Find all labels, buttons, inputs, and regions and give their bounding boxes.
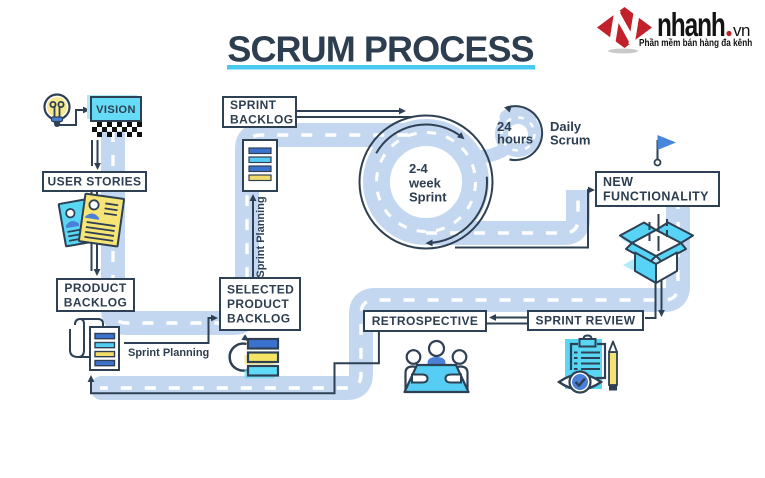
svg-text:PRODUCT: PRODUCT: [64, 281, 126, 295]
svg-text:vn: vn: [733, 21, 750, 40]
svg-text:Daily: Daily: [550, 119, 582, 134]
svg-text:SPRINT: SPRINT: [230, 98, 277, 112]
svg-text:BACKLOG: BACKLOG: [64, 295, 127, 309]
svg-text:PRODUCT: PRODUCT: [227, 297, 289, 311]
svg-text:2-4: 2-4: [409, 161, 429, 176]
svg-text:USER STORIES: USER STORIES: [48, 175, 142, 189]
svg-text:VISION: VISION: [96, 104, 136, 116]
svg-text:RETROSPECTIVE: RETROSPECTIVE: [372, 314, 479, 328]
svg-text:SPRINT REVIEW: SPRINT REVIEW: [536, 314, 636, 328]
svg-text:hours: hours: [497, 132, 533, 147]
svg-text:SCRUM PROCESS: SCRUM PROCESS: [227, 29, 533, 70]
svg-text:NEW: NEW: [603, 175, 633, 189]
svg-text:nhanh: nhanh: [657, 8, 725, 44]
svg-text:SELECTED: SELECTED: [227, 283, 294, 297]
svg-text:week: week: [408, 176, 442, 191]
svg-text:Sprint Planning: Sprint Planning: [255, 196, 267, 277]
svg-text:BACKLOG: BACKLOG: [227, 312, 290, 326]
svg-text:Scrum: Scrum: [550, 133, 590, 148]
svg-text:FUNCTIONALITY: FUNCTIONALITY: [603, 190, 709, 204]
svg-text:Sprint: Sprint: [409, 190, 447, 205]
svg-text:Phần mềm bán hàng đa kênh: Phần mềm bán hàng đa kênh: [639, 36, 752, 48]
svg-text:Sprint Planning: Sprint Planning: [128, 347, 209, 359]
svg-text:24: 24: [497, 119, 512, 134]
svg-text:BACKLOG: BACKLOG: [230, 113, 293, 127]
